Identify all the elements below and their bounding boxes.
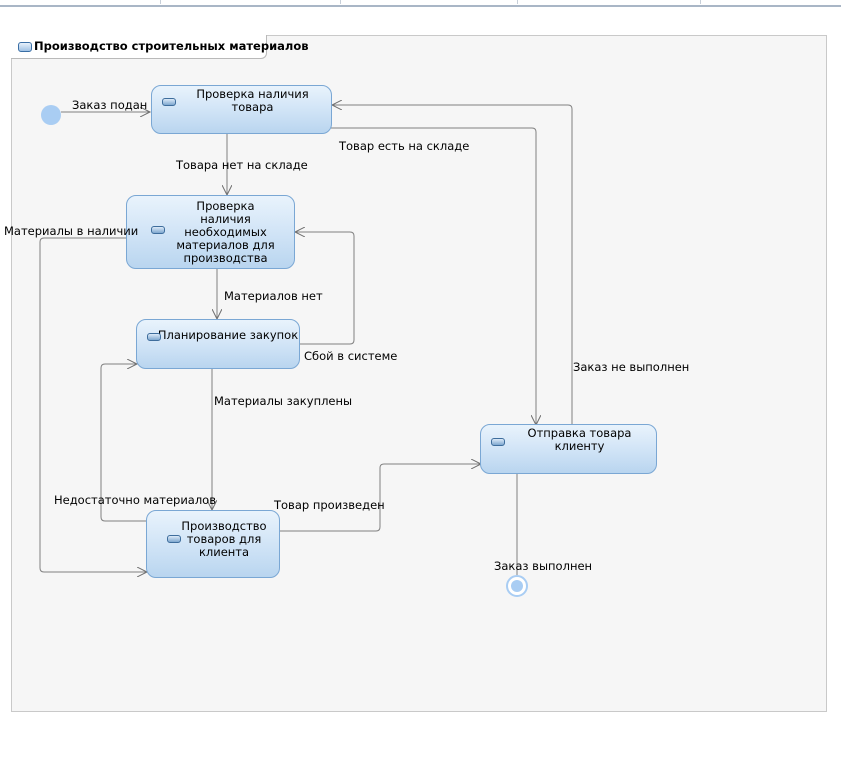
diagram-title: Производство строительных материалов [34,39,309,53]
toolbar-separator [700,0,701,4]
transition-system-failure [295,232,355,345]
final-node[interactable] [506,575,528,597]
toolbar-separator [160,0,161,4]
transition-product-made [279,464,481,532]
toolbar-separator [517,0,518,4]
state-label: Отправка товара клиенту [527,426,632,453]
state-planning[interactable]: Планирование закупок [136,319,300,369]
label-materials-purchased: Материалы закуплены [214,394,353,408]
state-label: Планирование закупок [157,327,299,342]
state-production[interactable]: Производство товаров для клиента [146,510,280,578]
state-icon [147,333,161,341]
transition-order-not-done [332,105,573,424]
label-no-materials: Материалов нет [224,289,323,303]
diagram-frame-tab[interactable]: Производство строительных материалов [11,35,309,59]
initial-node[interactable] [41,105,61,125]
transition-insufficient-materials [100,364,147,522]
transition-materials-available [39,237,147,572]
toolbar-separator [340,0,341,4]
state-icon [162,98,176,106]
label-in-stock: Товар есть на складе [339,139,470,153]
state-check-stock[interactable]: Проверка наличия товара [151,85,332,134]
state-icon [167,535,181,543]
label-materials-available: Материалы в наличии [4,224,139,238]
state-icon [151,226,165,234]
top-toolbar-strip [0,0,841,7]
label-not-in-stock: Товара нет на складе [176,158,308,172]
state-label: Проверка наличия необходимых материалов … [176,198,275,265]
state-label: Проверка наличия товара [196,86,309,114]
label-insufficient-materials: Недостаточно материалов [54,493,216,507]
label-product-made: Товар произведен [274,498,385,512]
state-shipping[interactable]: Отправка товара клиенту [480,424,657,474]
label-order-done: Заказ выполнен [494,559,593,573]
label-order-not-done: Заказ не выполнен [573,360,690,374]
state-machine-icon [18,42,32,52]
state-label: Производство товаров для клиента [181,518,267,559]
label-order-placed: Заказ подан [72,98,148,112]
state-icon [491,438,505,446]
state-check-materials[interactable]: Проверка наличия необходимых материалов … [126,195,295,269]
diagram-frame [11,35,827,712]
label-system-failure: Сбой в системе [304,349,398,363]
transition-in-stock [331,127,536,425]
final-node-core [511,580,523,592]
